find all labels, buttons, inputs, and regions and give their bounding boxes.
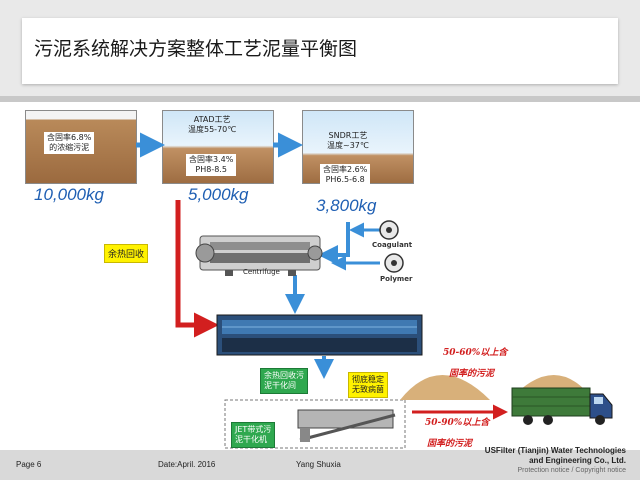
- yellow-box-line1: 彻底稳定: [352, 375, 384, 384]
- tank1-mass: 10,000kg: [34, 185, 104, 204]
- output1-line1: 50-60%以上含: [443, 348, 508, 358]
- tank2-bottom-label: 含固率3.4% PH8-8.5: [186, 154, 237, 176]
- slide-title: 污泥系统解决方案整体工艺泥量平衡图: [34, 38, 358, 60]
- arrow-tank3-to-centrifuge: [318, 222, 350, 265]
- title-card: 污泥系统解决方案整体工艺泥量平衡图: [22, 18, 618, 84]
- output2-line2: 固率的污泥: [427, 439, 473, 449]
- tank3-bottom-line1: 含固率2.6%: [323, 165, 368, 174]
- tank1-label-line2: 的浓缩污泥: [49, 143, 90, 152]
- company-line2: and Engineering Co., Ltd.: [529, 456, 626, 465]
- tank3-top-line1: SNDR工艺: [328, 131, 368, 140]
- output1-line2: 固率的污泥: [449, 369, 495, 379]
- belt-dryer-frame: [224, 399, 406, 449]
- tank1-label-line1: 含固率6.8%: [47, 133, 92, 142]
- sludge-pile-2-truck-load: [520, 375, 585, 390]
- footer-company: USFilter (Tianjin) Water Technologies an…: [485, 446, 626, 476]
- green-box-2-line2: 泥干化机: [235, 435, 267, 444]
- footer-page: Page 6: [16, 460, 42, 469]
- polymer-label: Polymer: [380, 275, 413, 283]
- tank3-top-line2: 温度~37℃: [327, 141, 369, 150]
- green-box-1-line2: 泥干化间: [264, 381, 296, 390]
- heat-recovery-label: 余热回收: [104, 244, 149, 263]
- tank1-label: 含固率6.8% 的浓缩污泥: [44, 132, 95, 154]
- output1-label: 50-60%以上含 固率的污泥: [443, 345, 507, 379]
- tank2-bottom-line2: PH8-8.5: [195, 165, 227, 174]
- title-divider: [0, 96, 640, 102]
- sludge-pile-1: [400, 375, 490, 400]
- footer-author: Yang Shuxia: [296, 460, 341, 469]
- polymer-pump-icon: [384, 253, 404, 273]
- coagulant-label: Coagulant: [372, 241, 413, 249]
- output2-label: 50-90%以上含 固率的污泥: [425, 415, 489, 449]
- belt-dryer-machine: [297, 409, 396, 442]
- jet-belt-dryer-label: JET带式污 泥干化机: [231, 422, 276, 448]
- output2-line1: 50-90%以上含: [425, 418, 490, 428]
- tank3-bottom-line2: PH6.5-6.8: [325, 175, 365, 184]
- tank3-mass: 3,800kg: [316, 196, 377, 215]
- tank2-top-label: ATAD工艺 温度55-70℃: [185, 114, 239, 136]
- company-line1: USFilter (Tianjin) Water Technologies: [484, 446, 626, 455]
- slide-footer: Page 6 Date:April. 2016 Yang Shuxia: [0, 450, 640, 480]
- centrifuge-machine: [195, 235, 323, 276]
- tank3-top-label: SNDR工艺 温度~37℃: [324, 130, 372, 152]
- coagulant-pump-icon: [379, 220, 399, 240]
- truck-icon: [511, 387, 613, 425]
- tank2-top-line1: ATAD工艺: [193, 115, 231, 124]
- green-box-2-line1: JET带式污: [235, 425, 272, 434]
- stabilization-label: 彻底稳定 无致病菌: [348, 372, 388, 398]
- drying-hall: [216, 314, 423, 356]
- centrifuge-label: Centrifuge: [243, 268, 280, 276]
- arrow-heat-recovery: [175, 200, 219, 338]
- tank2-mass: 5,000kg: [188, 185, 249, 204]
- heat-recovery-drying-hall-label: 余热回收污 泥干化间: [260, 368, 308, 394]
- footer-date: Date:April. 2016: [158, 460, 216, 469]
- tank3-bottom-label: 含固率2.6% PH6.5-6.8: [320, 164, 371, 186]
- company-line3: Protection notice / Copyright notice: [517, 467, 626, 474]
- green-box-1-line1: 余热回收污: [264, 371, 304, 380]
- tank2-top-line2: 温度55-70℃: [188, 125, 237, 134]
- tank2-bottom-line1: 含固率3.4%: [189, 155, 234, 164]
- yellow-box-line2: 无致病菌: [352, 385, 384, 394]
